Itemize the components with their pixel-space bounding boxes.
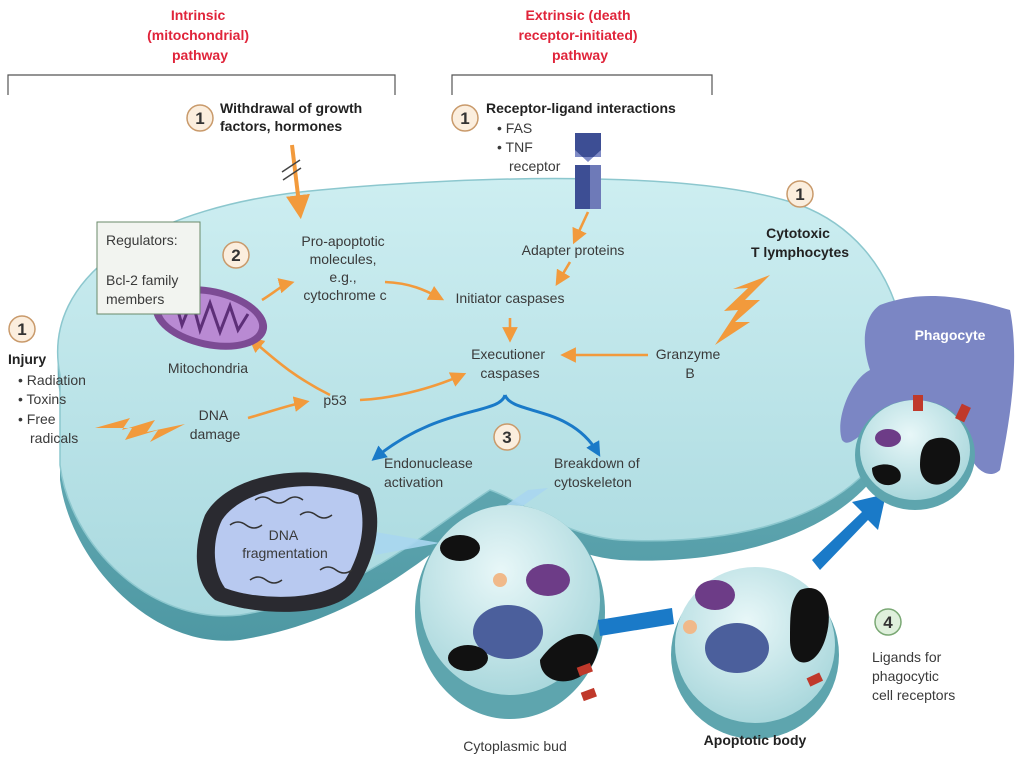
extrinsic-title: Extrinsic (death receptor-initiated) pat…	[519, 7, 642, 63]
phagocyte-label: Phagocyte	[915, 327, 986, 343]
extrinsic-bracket	[451, 74, 713, 95]
executioner-caspases-label: Executioner caspases	[471, 346, 549, 381]
intrinsic-bracket	[7, 74, 396, 95]
svg-text:1: 1	[17, 320, 26, 339]
step-1-withdrawal-badge: 1	[186, 104, 214, 132]
mitochondria-label: Mitochondria	[168, 360, 248, 376]
dna-damage-label: DNA damage	[190, 407, 241, 442]
cytoplasmic-bud-label: Cytoplasmic bud	[463, 738, 567, 754]
svg-text:Bcl-2 family: Bcl-2 family	[106, 272, 178, 288]
body-to-phagocyte-arrow	[812, 494, 886, 570]
dna-fragmentation-label: DNA fragmentation	[242, 527, 328, 561]
injury-title: Injury	[8, 351, 46, 367]
step-2-badge: 2	[222, 241, 250, 269]
blocked-signal-arrow	[281, 144, 310, 220]
tnf-receptor-icon	[575, 133, 601, 209]
step-3-badge: 3	[493, 423, 521, 451]
cytoplasmic-bud-cell	[415, 505, 605, 719]
granzyme-label: Granzyme B	[656, 346, 724, 381]
dna-fragmentation-nucleus	[196, 472, 378, 612]
svg-text:Regulators:: Regulators:	[106, 232, 178, 248]
apoptotic-body-cell	[671, 567, 839, 739]
step-4-badge: 4	[874, 608, 902, 636]
ctl-label: Cytotoxic T lymphocytes	[751, 225, 849, 260]
pathway-arrows	[247, 211, 648, 420]
svg-text:1: 1	[195, 109, 204, 128]
step-1-injury-badge: 1	[8, 315, 36, 343]
frag-to-bud-arrow	[375, 532, 440, 555]
injury-bolt-icon	[95, 418, 185, 442]
injury-items: • Radiation • Toxins • Free radicals	[18, 372, 90, 446]
regulators-box: Regulators: Bcl-2 family members	[96, 221, 201, 315]
caspase-branch-arrows	[371, 394, 601, 461]
initiator-caspases-label: Initiator caspases	[456, 290, 565, 306]
svg-text:members: members	[106, 291, 164, 307]
svg-text:2: 2	[231, 246, 240, 265]
svg-text:3: 3	[502, 428, 511, 447]
intrinsic-title: Intrinsic (mitochondrial) pathway	[147, 7, 253, 63]
endonuclease-label: Endonuclease activation	[384, 455, 477, 490]
step-1-ctl-badge: 1	[786, 180, 814, 208]
bud-to-body-arrow	[598, 608, 674, 636]
ctl-bolt-icon	[715, 275, 770, 345]
svg-text:4: 4	[883, 613, 893, 632]
adapter-proteins-label: Adapter proteins	[522, 242, 625, 258]
receptor-items: • FAS • TNF receptor	[497, 120, 561, 174]
step-1-receptor-badge: 1	[451, 104, 479, 132]
svg-text:1: 1	[795, 185, 804, 204]
apoptotic-body-label: Apoptotic body	[704, 732, 807, 748]
ligands-label: Ligands for phagocytic cell receptors	[872, 649, 955, 703]
breakdown-label: Breakdown of cytoskeleton	[554, 455, 644, 490]
svg-text:1: 1	[460, 109, 469, 128]
p53-label: p53	[323, 392, 347, 408]
withdrawal-label: Withdrawal of growth factors, hormones	[220, 100, 366, 134]
receptor-title: Receptor-ligand interactions	[486, 100, 676, 116]
pro-apoptotic-label: Pro-apoptotic molecules, e.g., cytochrom…	[301, 233, 388, 303]
phagocyte-cell: Phagocyte	[840, 295, 1015, 510]
